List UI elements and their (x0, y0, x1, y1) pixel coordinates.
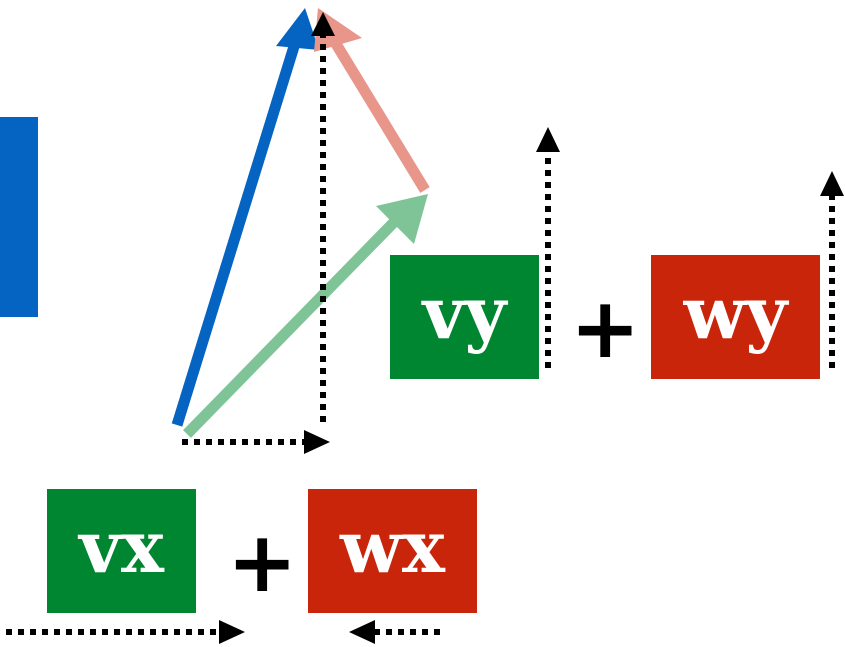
vx-arrowhead (219, 620, 245, 644)
v-arrow-head (376, 194, 428, 244)
wx-arrowhead (349, 620, 375, 644)
vx-label: vx (79, 504, 164, 589)
resultant-y-arrowhead (311, 12, 335, 36)
wx-box: wx (308, 489, 477, 613)
wy-label: wy (683, 270, 788, 355)
plus-sign-x: + (227, 513, 298, 611)
w-arrow-shaft (325, 31, 430, 193)
resultant-arrow-shaft (171, 38, 302, 427)
vy-label: vy (422, 270, 507, 355)
wy-arrowhead (820, 171, 844, 196)
vx-box: vx (47, 489, 196, 613)
vy-box: vy (390, 255, 539, 379)
resultant-arrow-head (276, 8, 319, 50)
v-arrow-shaft (183, 212, 404, 438)
plus-sign-y: + (570, 279, 641, 377)
resultant-x-arrowhead (304, 430, 330, 454)
vy-arrowhead (536, 127, 560, 152)
wx-label: wx (340, 504, 445, 589)
side-color-bar (0, 117, 38, 317)
wy-box: wy (651, 255, 820, 379)
